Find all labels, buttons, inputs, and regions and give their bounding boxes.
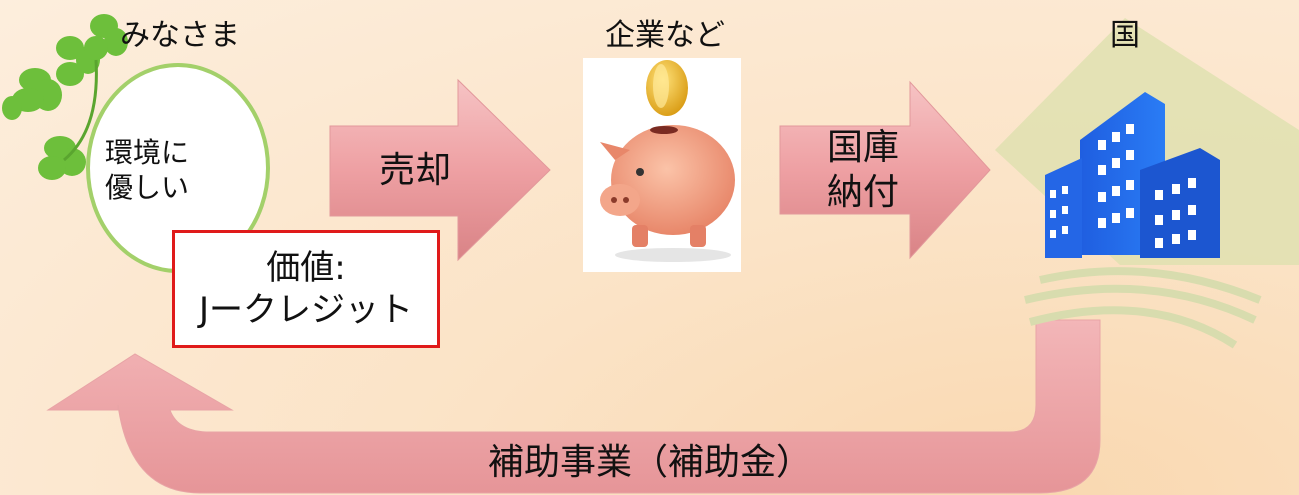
- government-building-icon: [995, 18, 1299, 349]
- country-label: 国: [1110, 18, 1140, 53]
- sell-label: 売却: [378, 150, 451, 191]
- payment-line-1: 国庫: [826, 127, 899, 168]
- companies-label: 企業など: [605, 18, 725, 53]
- value-box-credit: Jークレジット: [198, 290, 414, 330]
- eco-friendly-text: 環境に 優しい: [105, 135, 235, 205]
- payment-arrow: [779, 80, 991, 260]
- sell-arrow: [329, 78, 551, 262]
- payment-label: 国庫 納付: [808, 125, 918, 215]
- value-box: 価値: Jークレジット: [172, 230, 440, 348]
- people-label: みなさま: [120, 18, 240, 53]
- payment-line-2: 納付: [826, 172, 899, 213]
- eco-line-1: 環境に: [105, 136, 190, 169]
- piggy-bank-icon: [583, 58, 741, 272]
- return-arrow: [46, 319, 1101, 494]
- clover-icon: [2, 14, 270, 273]
- eco-line-2: 優しい: [105, 171, 190, 204]
- return-flow-label: 補助事業（補助金）: [487, 442, 812, 483]
- value-box-title: 価値:: [266, 247, 346, 288]
